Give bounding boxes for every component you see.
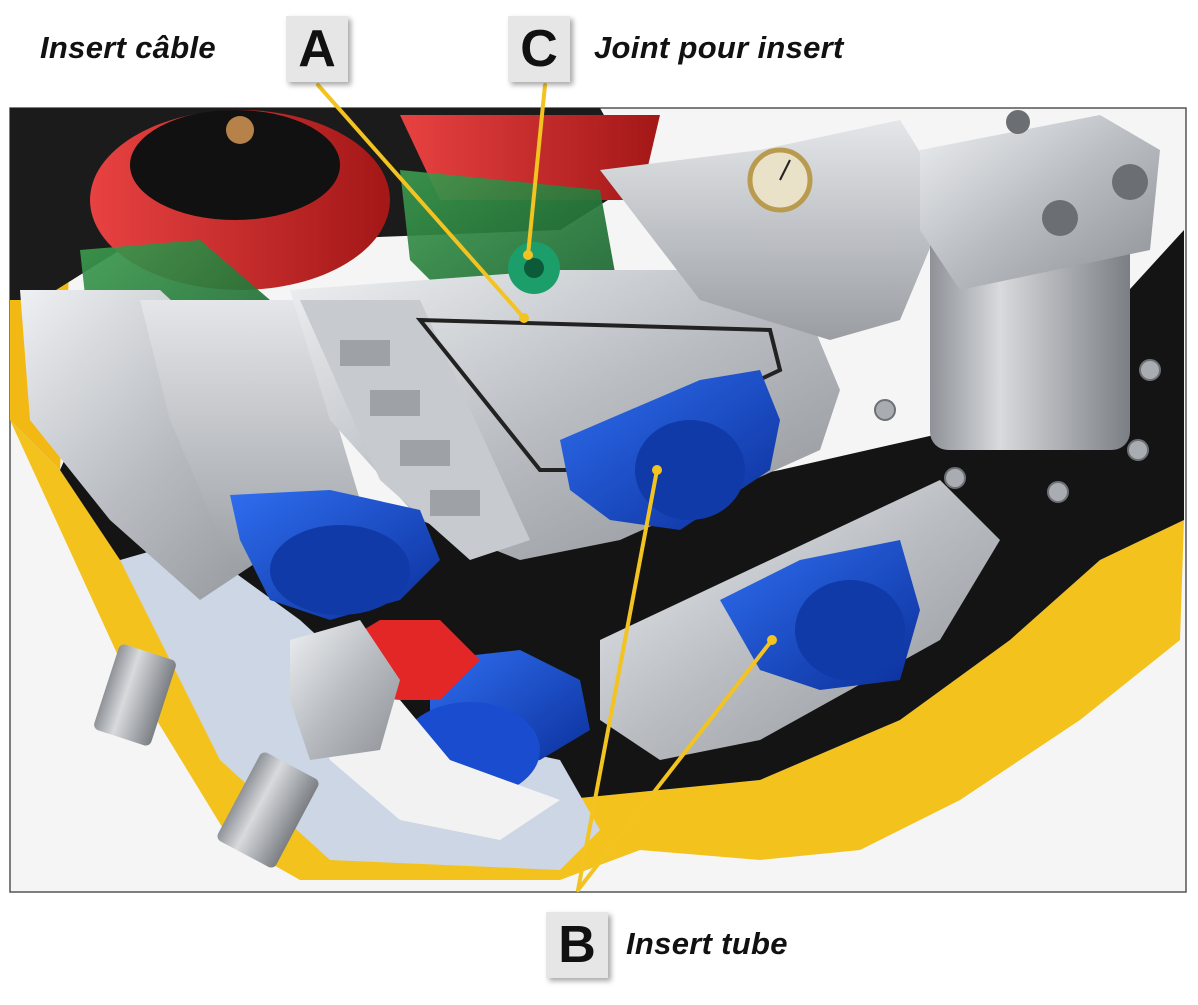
caption-b: Insert tube xyxy=(626,926,788,961)
leader-line-b1 xyxy=(576,468,659,892)
leader-points xyxy=(519,250,777,645)
knob-lower xyxy=(217,752,319,868)
leader-line-c xyxy=(526,83,547,257)
yellow-housing xyxy=(10,420,1184,880)
clamp-block xyxy=(290,620,400,760)
right-mechanism xyxy=(600,120,950,340)
plate-screws xyxy=(874,359,1161,503)
knob-left xyxy=(94,644,176,746)
gauge-needle xyxy=(779,159,791,181)
badge-b: B xyxy=(546,912,608,978)
blue-insert-right-bore xyxy=(795,580,905,680)
badge-c: C xyxy=(508,16,570,82)
badge-a: A xyxy=(286,16,348,82)
blue-insert-upper-bore xyxy=(635,420,745,520)
head-bolt-2 xyxy=(1112,164,1148,200)
head-bolt-1 xyxy=(1042,200,1078,236)
head-bolt-3 xyxy=(1006,110,1030,134)
caption-c: Joint pour insert xyxy=(594,30,844,65)
red-wheel-hub xyxy=(130,110,340,220)
leader-line-a xyxy=(316,83,526,320)
green-joint-hole xyxy=(524,258,544,278)
leader-line-b2 xyxy=(576,638,774,892)
cylinder-head xyxy=(920,115,1160,290)
hub-screw xyxy=(226,116,254,144)
blue-insert-left-bore xyxy=(270,525,410,615)
rail-steps xyxy=(340,340,480,516)
leader-lines xyxy=(316,83,774,892)
caption-a: Insert câble xyxy=(40,30,216,65)
